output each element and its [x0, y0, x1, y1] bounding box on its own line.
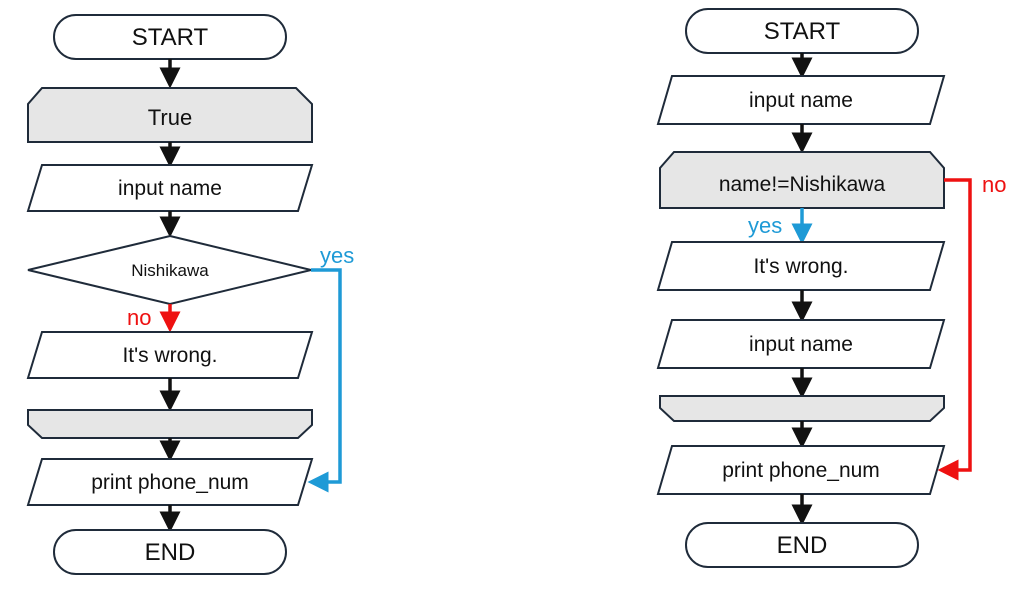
right-input-first-label: input name	[749, 89, 853, 112]
right-no-label: no	[982, 172, 1006, 197]
right-loop-condition-shape	[659, 151, 945, 209]
left-end-label: END	[145, 539, 196, 566]
right-input-first-shape	[656, 75, 946, 125]
left-loop-end-shape	[27, 409, 313, 439]
left-wrong-output-shape	[26, 331, 314, 379]
right-loop-condition-label: name!=Nishikawa	[719, 173, 886, 196]
left-no-label: no	[127, 305, 151, 330]
left-print-shape	[26, 458, 314, 506]
left-decision-label: Nishikawa	[131, 261, 209, 280]
right-flowchart: START input name name!=Nishikawa no yes …	[656, 8, 1006, 568]
right-wrong-output-shape	[656, 241, 946, 291]
right-arrow-no-branch	[937, 178, 972, 481]
left-start-label: START	[132, 24, 209, 51]
left-loop-start-label: True	[148, 105, 192, 130]
right-print-shape	[656, 445, 946, 495]
left-print-label: print phone_num	[91, 471, 249, 494]
right-loop-end-shape	[659, 395, 945, 422]
left-flowchart: START True input name Nishikawa no yes I…	[26, 14, 354, 575]
right-wrong-output-label: It's wrong.	[753, 255, 848, 278]
right-end-terminal	[685, 522, 919, 568]
left-input-label: input name	[118, 177, 222, 200]
right-print-label: print phone_num	[722, 459, 880, 482]
right-start-label: START	[764, 18, 841, 45]
left-input-shape	[26, 164, 314, 212]
right-yes-label: yes	[748, 213, 782, 238]
right-input-again-shape	[656, 319, 946, 369]
left-arrow-yes-branch	[307, 268, 342, 493]
left-end-terminal	[53, 529, 287, 575]
right-end-label: END	[777, 532, 828, 559]
left-wrong-output-label: It's wrong.	[122, 344, 217, 367]
left-loop-start-shape	[27, 87, 313, 143]
left-yes-label: yes	[320, 243, 354, 268]
right-input-again-label: input name	[749, 333, 853, 356]
